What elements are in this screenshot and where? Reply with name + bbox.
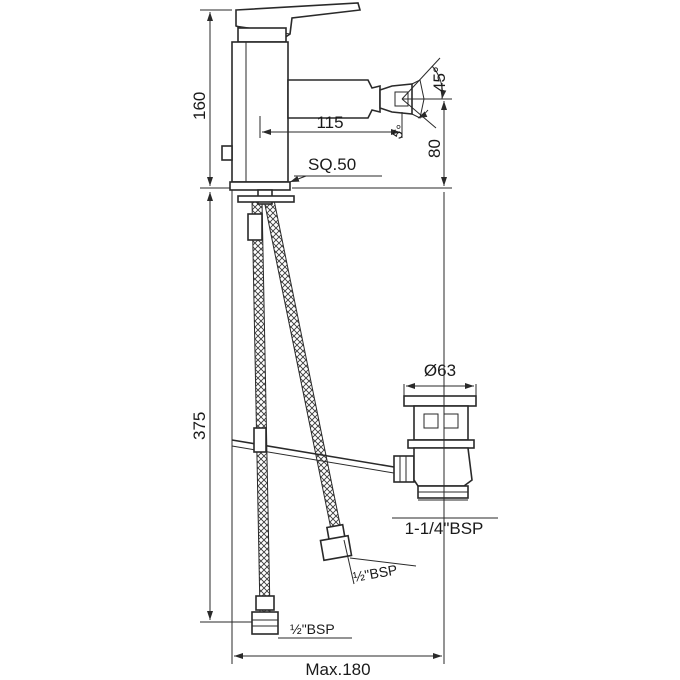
flexible-hose-right xyxy=(263,199,353,562)
dim-hose-thread-left-fraction: ½ xyxy=(290,621,302,637)
dim-angle-5-label: 5° xyxy=(389,122,410,142)
dim-80-label: 80 xyxy=(425,139,444,158)
dim-hose-thread-left-label: ½"BSP xyxy=(290,621,335,637)
dim-sq50-label: SQ.50 xyxy=(308,155,356,174)
faucet-body xyxy=(221,2,362,191)
dim-hose-thread-right xyxy=(343,539,417,585)
dim-sq50 xyxy=(289,175,382,183)
dim-max180-label: Max.180 xyxy=(305,660,370,679)
dim-waste-thread xyxy=(392,499,498,519)
dim-63 xyxy=(403,383,477,396)
dim-63-label: Ø63 xyxy=(424,361,456,380)
dim-115 xyxy=(259,112,403,138)
pop-up-rod xyxy=(231,427,415,483)
dim-115-label: 115 xyxy=(316,113,343,132)
dim-angle-45-label: 45° xyxy=(430,66,449,92)
mounting-shank xyxy=(237,189,295,205)
dim-hose-thread-right-fraction: ½ xyxy=(352,567,367,585)
dim-hose-thread-left-suffix: "BSP xyxy=(302,621,335,637)
spout xyxy=(287,57,447,129)
dim-160 xyxy=(200,9,232,189)
pop-up-waste xyxy=(403,395,477,499)
dim-hose-thread-right-label: ½"BSP xyxy=(352,561,399,585)
dim-375-label: 375 xyxy=(190,412,209,440)
dim-hose-thread-right-suffix: "BSP xyxy=(363,561,398,582)
dim-80 xyxy=(292,98,452,189)
flexible-hose-left xyxy=(247,199,279,635)
dim-160-label: 160 xyxy=(190,92,209,120)
dim-max180 xyxy=(231,190,445,664)
dim-375 xyxy=(200,192,252,623)
